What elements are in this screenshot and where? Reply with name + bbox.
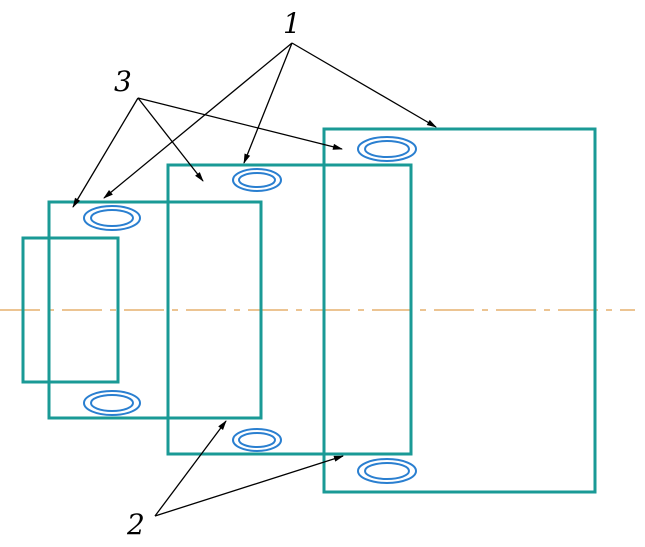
ring-right-top (357, 136, 417, 162)
leader-2-to-middle-block (154, 455, 344, 517)
ring-middle-top (232, 168, 282, 192)
label-1: 1 (283, 7, 301, 40)
leader-1-to-right-block (291, 42, 437, 128)
left-block (47, 200, 263, 420)
leader-1-to-left-block (103, 42, 293, 199)
ring-left-bottom (83, 390, 141, 416)
leader-3-to-middle-ring (137, 97, 204, 182)
ring-left-top (83, 205, 141, 231)
label-2: 2 (127, 508, 145, 541)
middle-block (166, 163, 413, 456)
shaft-stub (21, 236, 120, 384)
ring-right-bottom (357, 458, 417, 484)
leader-3-to-right-ring (137, 97, 343, 150)
leader-2-to-left-block (154, 420, 227, 517)
ring-middle-bottom (232, 428, 282, 452)
leader-3-to-left-ring (72, 97, 139, 208)
leader-1-to-middle-block (243, 42, 293, 164)
large-right-block (322, 127, 597, 494)
label-3: 3 (114, 65, 132, 98)
